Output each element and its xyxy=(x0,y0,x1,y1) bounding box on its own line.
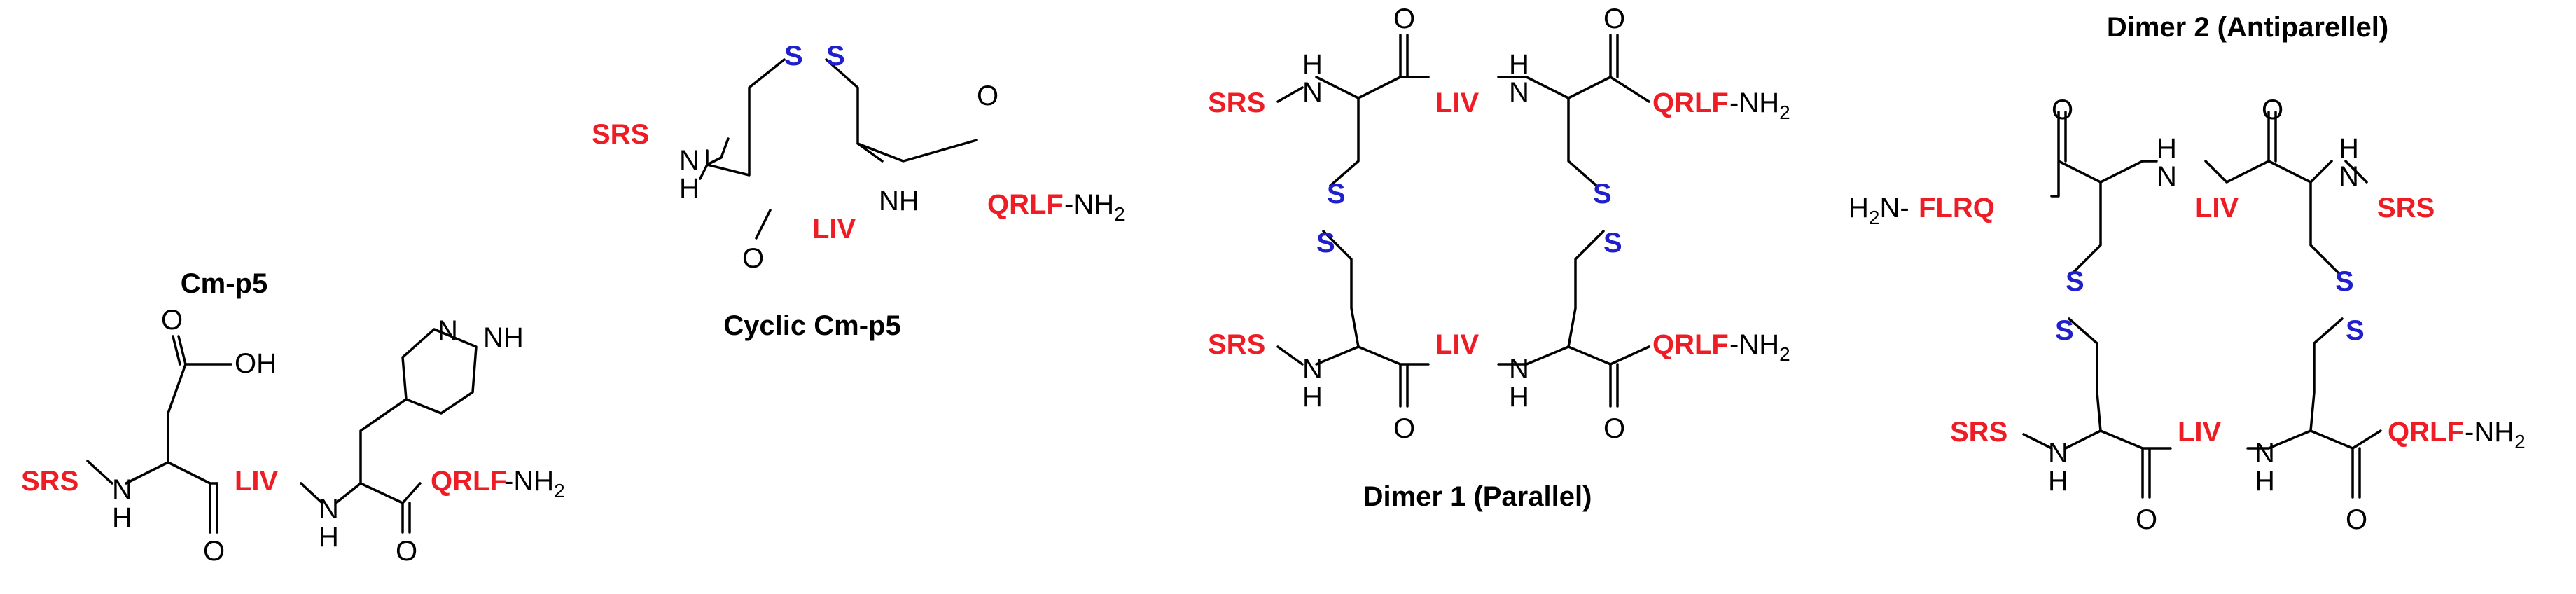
label-srs-linear: SRS xyxy=(21,466,78,497)
label-qrlf-cyclic: QRLF xyxy=(987,189,1064,220)
bond-dimer2-disulfide xyxy=(2068,181,2344,432)
label-n-his: N xyxy=(438,315,458,346)
title-cyclic-cm-p5: Cyclic Cm-p5 xyxy=(723,310,900,341)
label-liv-d1-top: LIV xyxy=(1435,88,1480,118)
label-o-asp: O xyxy=(161,305,183,336)
label-liv-d1-bottom: LIV xyxy=(1435,329,1480,360)
label-s-2-cyclic: S xyxy=(826,41,845,71)
label-o-d1-3: O xyxy=(1393,413,1415,444)
label-srs-cyclic: SRS xyxy=(592,119,649,150)
label-s-d1-4: S xyxy=(1603,228,1622,258)
label-o-d2-3: O xyxy=(2136,504,2157,535)
bond-cyclic-ring xyxy=(706,58,884,177)
label-srs-d1-bottom: SRS xyxy=(1208,329,1265,360)
title-dimer-1: Dimer 1 (Parallel) xyxy=(1363,481,1592,512)
bond-carbonyl-2 xyxy=(401,502,411,534)
label-nh2-d1-bottom: -NH2 xyxy=(1729,329,1790,365)
label-h2n-d2: H2N- xyxy=(1849,193,1909,228)
label-nh2-d2-bottom: -NH2 xyxy=(2465,417,2526,453)
title-dimer-2: Dimer 2 (Antiparellel) xyxy=(2107,12,2388,43)
label-o-cyclic-2: O xyxy=(977,81,998,111)
label-o-d2-2: O xyxy=(2262,95,2283,125)
label-qrlf-d1-bottom: QRLF xyxy=(1652,329,1729,360)
bond-asp-sidechain xyxy=(167,335,232,464)
label-o-d1-2: O xyxy=(1603,4,1625,34)
label-liv-linear: LIV xyxy=(235,466,279,497)
label-s-d2-2: S xyxy=(2055,315,2074,346)
label-nh-cyclic-2: NH xyxy=(879,186,919,216)
bond-dimer1-disulfide xyxy=(1322,97,1605,348)
label-srs-d1-top: SRS xyxy=(1208,88,1265,118)
label-s-d1-2: S xyxy=(1316,228,1335,258)
label-srs-d2-bottom: SRS xyxy=(1950,417,2007,448)
bond-backbone-2 xyxy=(300,482,422,504)
bond-his-ring xyxy=(359,328,478,485)
title-cm-p5: Cm-p5 xyxy=(181,268,267,299)
bond-asp-co xyxy=(172,335,181,366)
label-s-d2-4: S xyxy=(2346,315,2365,346)
label-o-d1-4: O xyxy=(1603,413,1625,444)
bond-carbonyl-1 xyxy=(209,482,218,534)
label-liv-cyclic: LIV xyxy=(812,214,856,244)
label-o-d2-1: O xyxy=(2052,95,2073,125)
label-o-d2-4: O xyxy=(2346,504,2367,535)
label-qrlf-d2-bottom: QRLF xyxy=(2388,417,2464,448)
label-s-d1-3: S xyxy=(1593,179,1612,209)
label-s-d1-1: S xyxy=(1327,179,1346,209)
label-oh-asp: OH xyxy=(235,348,277,379)
bond-cyclic-cterm xyxy=(856,139,978,163)
label-s-d2-3: S xyxy=(2335,266,2354,297)
label-liv-d2-top: LIV xyxy=(2195,193,2239,223)
bond-backbone-1 xyxy=(86,460,218,485)
label-nh2-cyclic: -NH2 xyxy=(1064,189,1125,225)
label-s-1-cyclic: S xyxy=(784,41,803,71)
label-qrlf-linear: QRLF xyxy=(431,466,507,497)
label-flrq-d2: FLRQ xyxy=(1919,193,1995,223)
label-srs-d2-top: SRS xyxy=(2377,193,2435,223)
label-o-d1-1: O xyxy=(1393,4,1415,34)
label-nh-his: NH xyxy=(483,322,524,353)
label-nh2-d1-top: -NH2 xyxy=(1729,88,1790,123)
label-nh2-linear: -NH2 xyxy=(504,466,565,502)
label-qrlf-d1-top: QRLF xyxy=(1652,88,1729,118)
label-s-d2-1: S xyxy=(2066,266,2084,297)
label-o-cyclic: O xyxy=(742,243,764,274)
bond-cyclic-extra xyxy=(699,163,772,240)
label-o-1: O xyxy=(203,536,225,567)
label-liv-d2-bottom: LIV xyxy=(2178,417,2222,448)
bond-dimer2-top xyxy=(2050,111,2368,198)
label-o-2: O xyxy=(396,536,417,567)
